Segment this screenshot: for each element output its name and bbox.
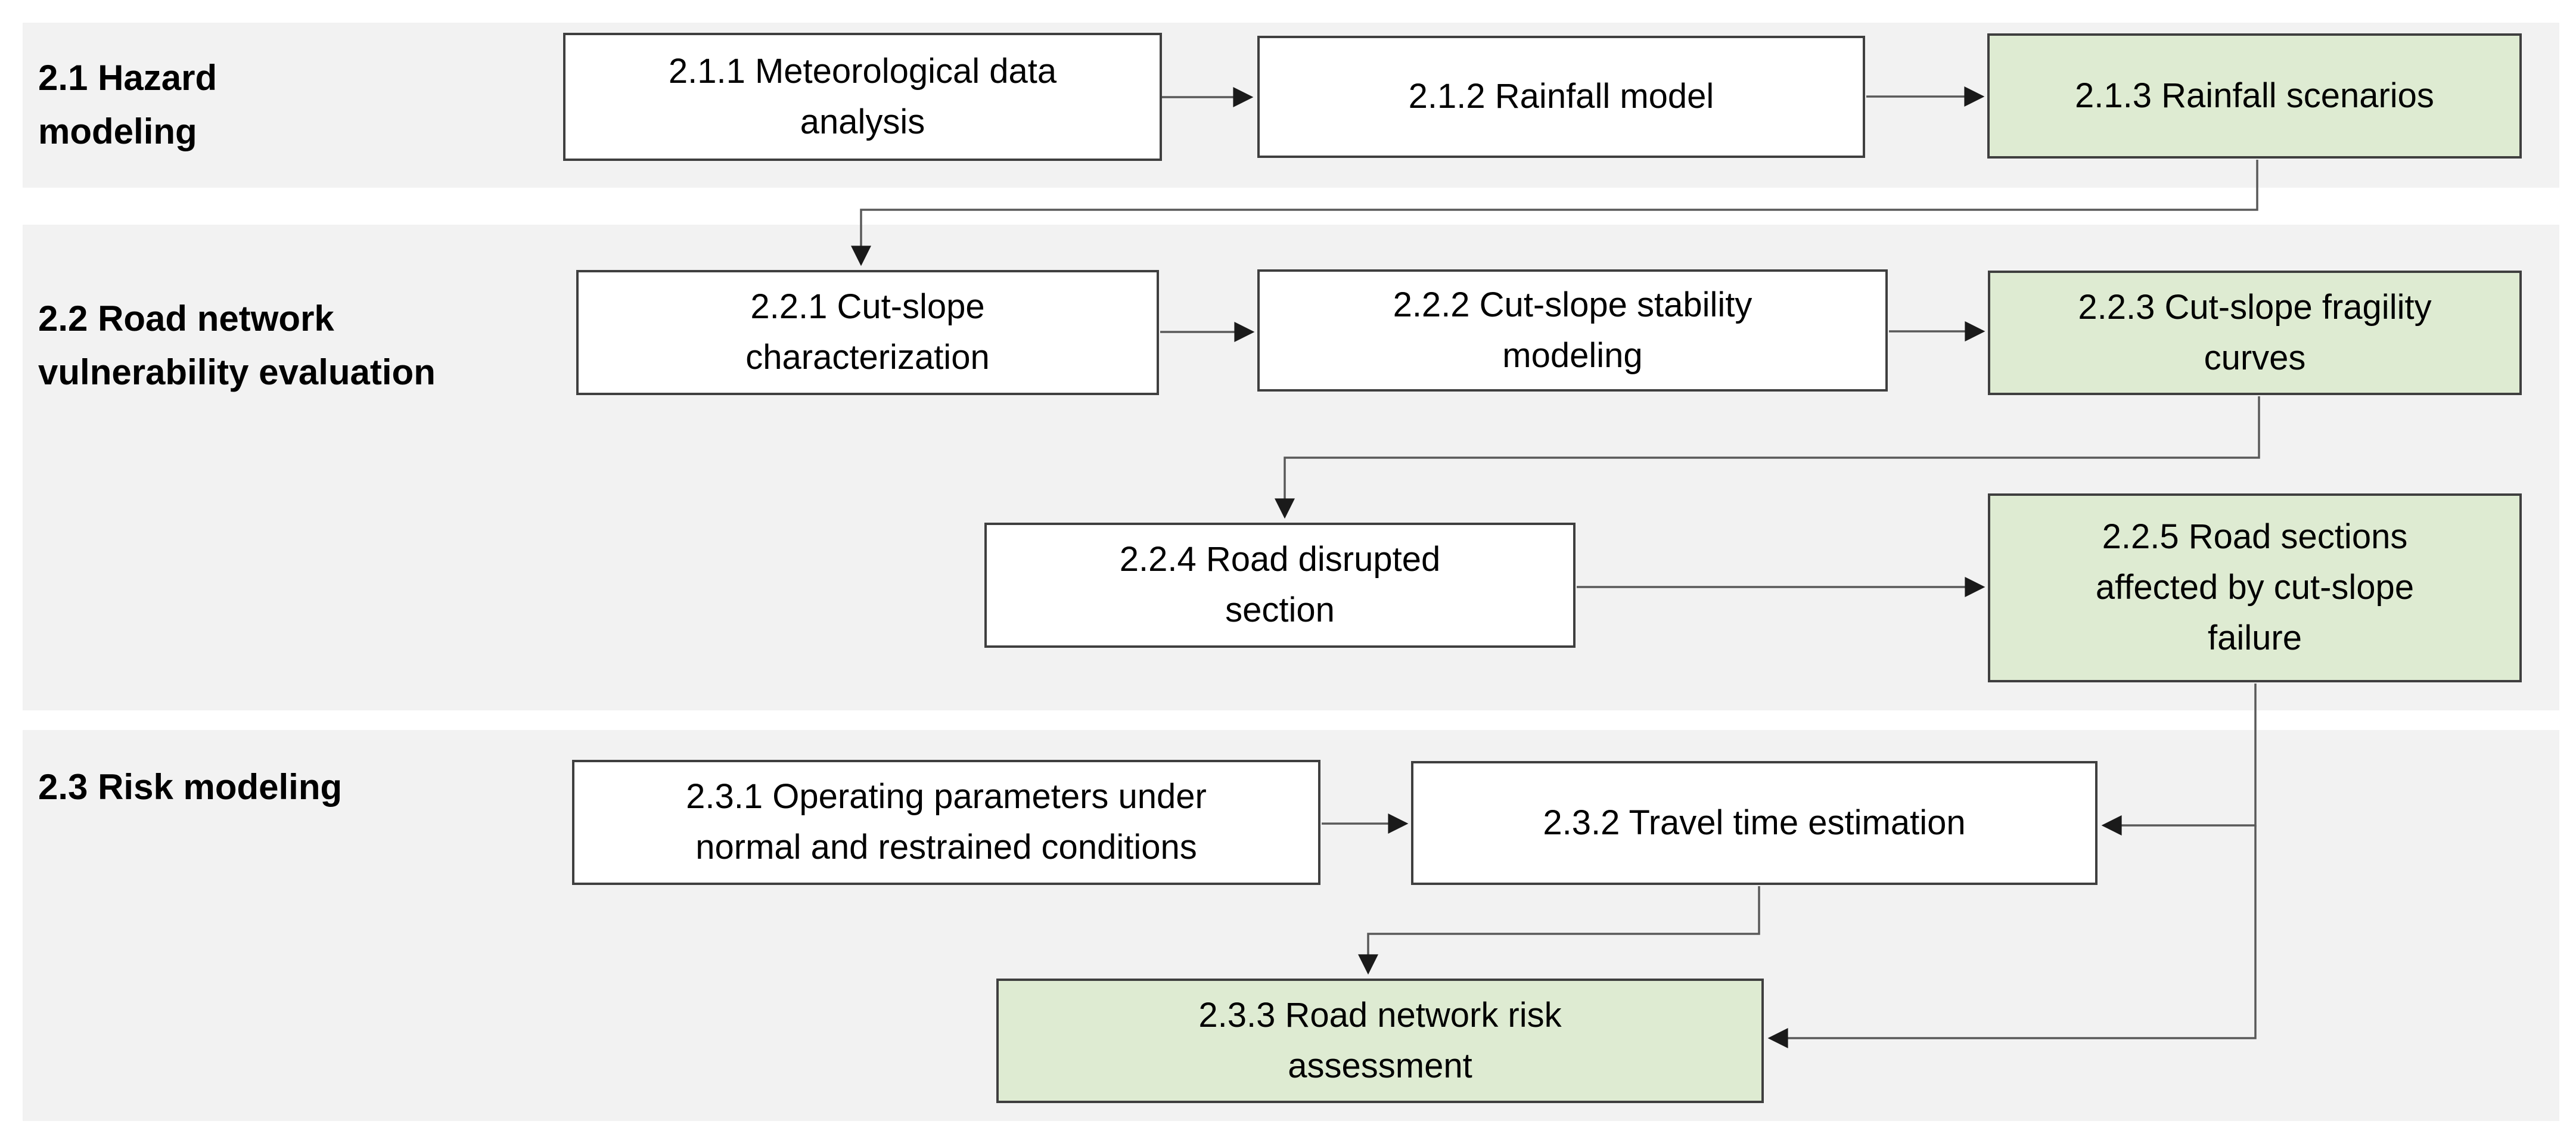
node-road-disrupted-section: 2.2.4 Road disrupted section [984, 523, 1576, 648]
node-cut-slope-characterization: 2.2.1 Cut-slope characterization [576, 270, 1159, 395]
node-rainfall-scenarios: 2.1.3 Rainfall scenarios [1987, 33, 2522, 159]
node-operating-parameters: 2.3.1 Operating parameters under normal … [572, 760, 1320, 885]
node-road-sections-affected-by-cut-slope-failure: 2.2.5 Road sections affected by cut-slop… [1988, 493, 2522, 682]
node-cut-slope-stability-modeling: 2.2.2 Cut-slope stability modeling [1257, 269, 1888, 392]
edge-213-to-221 [851, 160, 2258, 266]
edge-232-to-233 [1358, 886, 1760, 975]
edge-223-to-224 [1275, 396, 2260, 519]
edge-225-to-233 [1767, 825, 2257, 1048]
node-meteorological-data-analysis: 2.1.1 Meteorological data analysis [563, 33, 1162, 161]
section-label-risk-modeling: 2.3 Risk modeling [38, 767, 343, 807]
section-label-hazard-modeling: 2.1 Hazard modeling [38, 58, 217, 151]
node-road-network-risk-assessment: 2.3.3 Road network risk assessment [996, 979, 1764, 1103]
edge-225-to-232 [2101, 684, 2257, 836]
node-travel-time-estimation: 2.3.2 Travel time estimation [1411, 761, 2098, 885]
node-cut-slope-fragility-curves: 2.2.3 Cut-slope fragility curves [1988, 271, 2522, 395]
node-rainfall-model: 2.1.2 Rainfall model [1257, 36, 1865, 158]
section-label-road-network-vulnerability: 2.2 Road network vulnerability evaluatio… [38, 299, 436, 392]
